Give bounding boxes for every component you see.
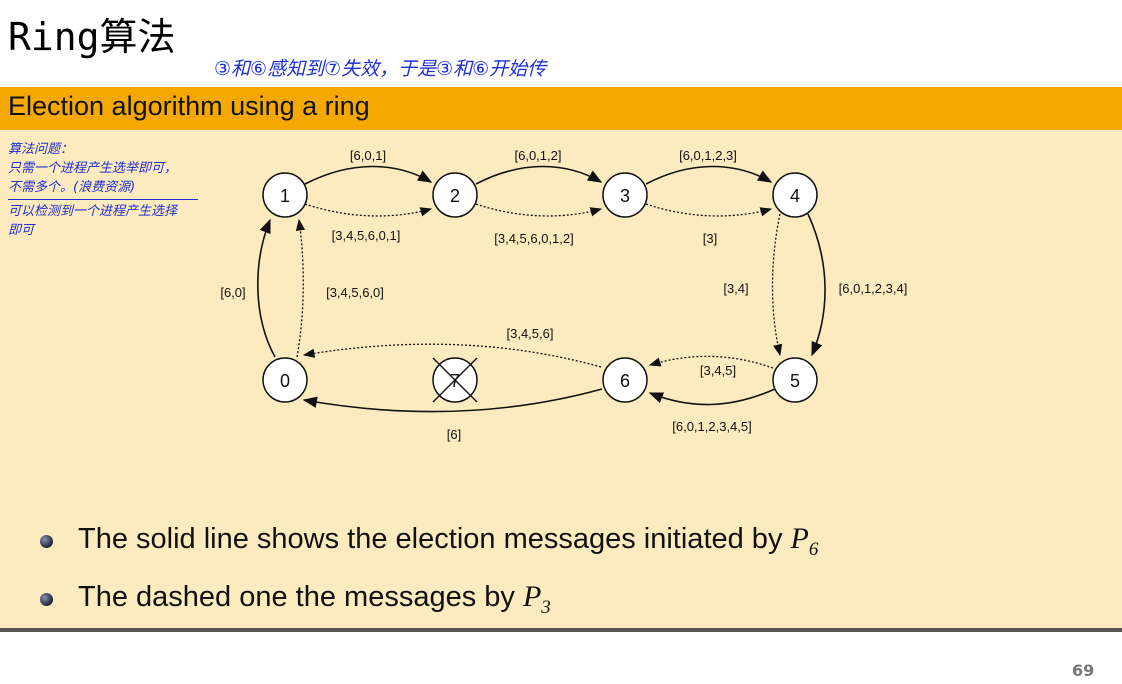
slide-header-title: Election algorithm using a ring — [8, 91, 370, 121]
edge-4-5-dashed — [771, 213, 783, 357]
annotation-line: 算法问题： — [8, 142, 74, 157]
annotation-line: 不需多个。(浪费资源) — [8, 180, 136, 195]
node-2: 2 — [432, 172, 478, 218]
label-e12-solid: [6,0,1] — [350, 148, 386, 163]
node-7-failed: 7 — [432, 357, 478, 403]
edge-2-3-dashed — [475, 203, 603, 217]
node-3: 3 — [602, 172, 648, 218]
edge-6-0-solid — [302, 388, 603, 413]
node-1: 1 — [262, 172, 308, 218]
node-4-label: 4 — [790, 186, 800, 206]
label-e01-dashed: [3,4,5,6,0] — [326, 285, 384, 300]
label-e60-dashed: [3,4,5,6] — [507, 326, 554, 341]
annotation-line: 即可 — [8, 223, 35, 238]
bullet-text: The solid line shows the election messag… — [78, 523, 791, 555]
ring-diagram: 1 2 3 4 0 7 6 5 — [220, 148, 908, 442]
bullet-sub: 3 — [541, 596, 551, 618]
node-2-label: 2 — [450, 186, 460, 206]
page-number: 69 — [1072, 661, 1095, 680]
edge-4-5-solid — [807, 213, 826, 357]
edge-1-2-dashed — [304, 203, 433, 217]
bullet-sub: 6 — [808, 538, 819, 560]
handwritten-annotation-side: 算法问题： 只需一个进程产生选举即可， 不需多个。(浪费资源) 可以检测到一个进… — [8, 140, 198, 240]
slide-bottom-border — [0, 628, 1122, 632]
node-0-label: 0 — [280, 371, 290, 391]
label-e56-solid: [6,0,1,2,3,4,5] — [672, 419, 752, 434]
label-e34-solid: [6,0,1,2,3] — [679, 148, 737, 163]
bullet-dot-icon — [40, 593, 53, 606]
node-5-label: 5 — [790, 371, 800, 391]
edge-5-6-solid — [648, 388, 776, 406]
label-e12-dashed: [3,4,5,6,0,1] — [332, 228, 401, 243]
bullet-dot-icon — [40, 535, 53, 548]
slide-header: Election algorithm using a ring — [0, 87, 1122, 130]
label-e60-solid: [6] — [447, 427, 461, 442]
node-4: 4 — [772, 172, 818, 218]
handwritten-annotation-top: ③和⑥感知到⑦失效，于是③和⑥开始传 — [214, 58, 547, 80]
edge-0-1-solid — [257, 218, 276, 358]
label-e45-solid: [6,0,1,2,3,4] — [839, 281, 908, 296]
node-3-label: 3 — [620, 186, 630, 206]
edge-2-3-solid — [475, 165, 603, 185]
edge-0-1-dashed — [295, 218, 306, 358]
label-e34-dashed: [3] — [703, 231, 717, 246]
node-6-label: 6 — [620, 371, 630, 391]
annotation-line: 只需一个进程产生选举即可， — [8, 161, 178, 176]
label-e01-solid: [6,0] — [220, 285, 245, 300]
edge-1-2-solid — [304, 165, 433, 185]
bullet-var: P — [790, 522, 809, 555]
label-e23-dashed: [3,4,5,6,0,1,2] — [494, 231, 574, 246]
annotation-line: 可以检测到一个进程产生选择 — [8, 199, 198, 221]
node-0: 0 — [262, 357, 308, 403]
node-1-label: 1 — [280, 186, 290, 206]
node-5: 5 — [772, 357, 818, 403]
node-7-label: 7 — [450, 371, 460, 391]
slide-panel: Election algorithm using a ring 1 — [0, 87, 1122, 632]
label-e56-dashed: [3,4,5] — [700, 363, 736, 378]
bullet-text: The dashed one the messages by — [78, 581, 523, 613]
label-e23-solid: [6,0,1,2] — [515, 148, 562, 163]
edge-6-0-dashed — [302, 343, 602, 368]
bullet-var: P — [522, 580, 542, 613]
edge-3-4-dashed — [645, 203, 773, 217]
node-6: 6 — [602, 357, 648, 403]
label-e45-dashed: [3,4] — [723, 281, 748, 296]
page-title: Ring算法 — [8, 15, 176, 59]
edge-3-4-solid — [645, 165, 773, 185]
